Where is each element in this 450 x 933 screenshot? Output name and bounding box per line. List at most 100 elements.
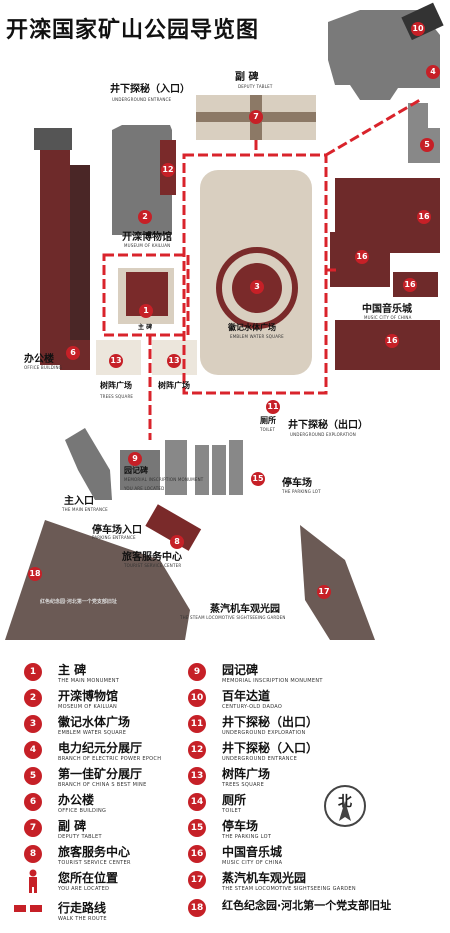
compass: 北 bbox=[324, 785, 366, 827]
legend-you-are-here[interactable]: 您所在位置 YOU ARE LOCATED bbox=[24, 869, 244, 899]
map-marker-10[interactable]: 10 bbox=[411, 22, 425, 36]
legend-en: CENTURY-OLD DADAO bbox=[222, 704, 283, 710]
map-marker-16-b[interactable]: 16 bbox=[355, 250, 369, 264]
map-marker-7[interactable]: 7 bbox=[249, 110, 263, 124]
building-low-2[interactable] bbox=[195, 445, 209, 495]
label-parking-en: THE PARKING LOT bbox=[282, 489, 321, 494]
map-marker-17[interactable]: 17 bbox=[317, 585, 331, 599]
legend-en: THE PARKING LOT bbox=[222, 834, 272, 840]
map-marker-13-a[interactable]: 13 bbox=[109, 354, 123, 368]
label-music-city: 中国音乐城 bbox=[362, 304, 412, 315]
building-low-3[interactable] bbox=[212, 445, 226, 495]
legend-cn: 办公楼 bbox=[58, 793, 95, 807]
building-left-wing[interactable] bbox=[70, 165, 90, 360]
legend-number: 10 bbox=[188, 689, 206, 707]
map-marker-6[interactable]: 6 bbox=[66, 346, 80, 360]
legend-cn: 徽记水体广场 bbox=[58, 715, 131, 729]
legend-en: THE STEAM LOCOMOTIVE SIGHTSEEING GARDEN bbox=[222, 886, 356, 892]
label-memorial: 园记碑 bbox=[124, 466, 148, 475]
label-museum-en: MUSEUM OF KAILUAN bbox=[124, 243, 171, 248]
building-left-long[interactable] bbox=[40, 150, 70, 365]
map-marker-9[interactable]: 9 bbox=[128, 452, 142, 466]
map-marker-18[interactable]: 18 bbox=[28, 567, 42, 581]
legend-number: 7 bbox=[24, 819, 42, 837]
map-marker-12[interactable]: 12 bbox=[161, 163, 175, 177]
legend-number: 16 bbox=[188, 845, 206, 863]
legend-cn: 停车场 bbox=[222, 819, 259, 833]
label-music-city-en: MUSIC CITY OF CHINA bbox=[364, 315, 412, 320]
legend-en: MUSIC CITY OF CHINA bbox=[222, 860, 283, 866]
label-office: 办公楼 bbox=[24, 354, 54, 365]
building-museum[interactable] bbox=[112, 125, 172, 235]
label-memorial-en: MEMORIAL INSCRIPTION MONUMENT bbox=[124, 477, 204, 482]
map-marker-16-a[interactable]: 16 bbox=[417, 210, 431, 224]
label-underground-exit: 井下探秘（出口） bbox=[288, 420, 368, 431]
map-marker-16-d[interactable]: 16 bbox=[385, 334, 399, 348]
label-deputy-tablet: 副 碑 bbox=[235, 72, 259, 83]
area-red-garden[interactable] bbox=[5, 520, 190, 640]
label-toilet-en: TOILET bbox=[260, 427, 276, 432]
legend-cn: 园记碑 bbox=[222, 663, 259, 677]
label-red-garden: 红色纪念园·河北第一个党支部旧址 bbox=[40, 599, 117, 605]
person-icon bbox=[29, 869, 37, 893]
map-marker-11[interactable]: 11 bbox=[266, 400, 280, 414]
legend-number: 8 bbox=[24, 845, 42, 863]
label-underground-exit-en: UNDERGROUND EXPLORATION bbox=[290, 432, 356, 437]
legend-cn: 主 碑 bbox=[58, 663, 87, 677]
legend-number: 14 bbox=[188, 793, 206, 811]
map-marker-4[interactable]: 4 bbox=[426, 65, 440, 79]
building-entry-curve[interactable] bbox=[65, 428, 112, 500]
label-underground-entrance: 井下探秘（入口） bbox=[110, 84, 190, 95]
walk-route bbox=[102, 98, 421, 440]
building-low-4[interactable] bbox=[229, 440, 243, 495]
legend-number: 15 bbox=[188, 819, 206, 837]
map-marker-2[interactable]: 2 bbox=[138, 210, 152, 224]
legend-number: 9 bbox=[188, 663, 206, 681]
map-marker-3[interactable]: 3 bbox=[250, 280, 264, 294]
map-marker-1[interactable]: 1 bbox=[139, 304, 153, 318]
building-left-top[interactable] bbox=[34, 128, 72, 150]
legend-en: MOSEUM OF KAILUAN bbox=[58, 704, 118, 710]
map-marker-16-c[interactable]: 16 bbox=[403, 278, 417, 292]
map-marker-5[interactable]: 5 bbox=[420, 138, 434, 152]
legend-cn: 中国音乐城 bbox=[222, 845, 283, 859]
legend-cn: 您所在位置 bbox=[58, 871, 119, 885]
building-tourist-center[interactable] bbox=[145, 504, 202, 551]
legend-number: 1 bbox=[24, 663, 42, 681]
map-marker-15[interactable]: 15 bbox=[251, 472, 265, 486]
label-tourist-center: 旅客服务中心 bbox=[122, 552, 182, 563]
area-steam-garden[interactable] bbox=[300, 525, 375, 640]
legend-cn: 百年达道 bbox=[222, 689, 271, 703]
legend-walk-route[interactable]: 行走路线 WALK THE ROUTE bbox=[14, 899, 234, 929]
map-marker-13-b[interactable]: 13 bbox=[167, 354, 181, 368]
legend-cn: 开滦博物馆 bbox=[58, 689, 119, 703]
label-steam-garden: 蒸汽机车观光园 bbox=[210, 604, 280, 615]
route-icon bbox=[14, 905, 42, 912]
map-marker-8[interactable]: 8 bbox=[170, 535, 184, 549]
label-emblem-square: 徽记水体广场 bbox=[228, 323, 276, 332]
legend-number: 2 bbox=[24, 689, 42, 707]
legend-en: WALK THE ROUTE bbox=[58, 916, 107, 922]
building-best-mine-top[interactable] bbox=[408, 103, 428, 128]
building-low-1[interactable] bbox=[165, 440, 187, 495]
emblem-ring[interactable] bbox=[216, 247, 298, 329]
walk-route-inner-loop bbox=[102, 253, 190, 337]
